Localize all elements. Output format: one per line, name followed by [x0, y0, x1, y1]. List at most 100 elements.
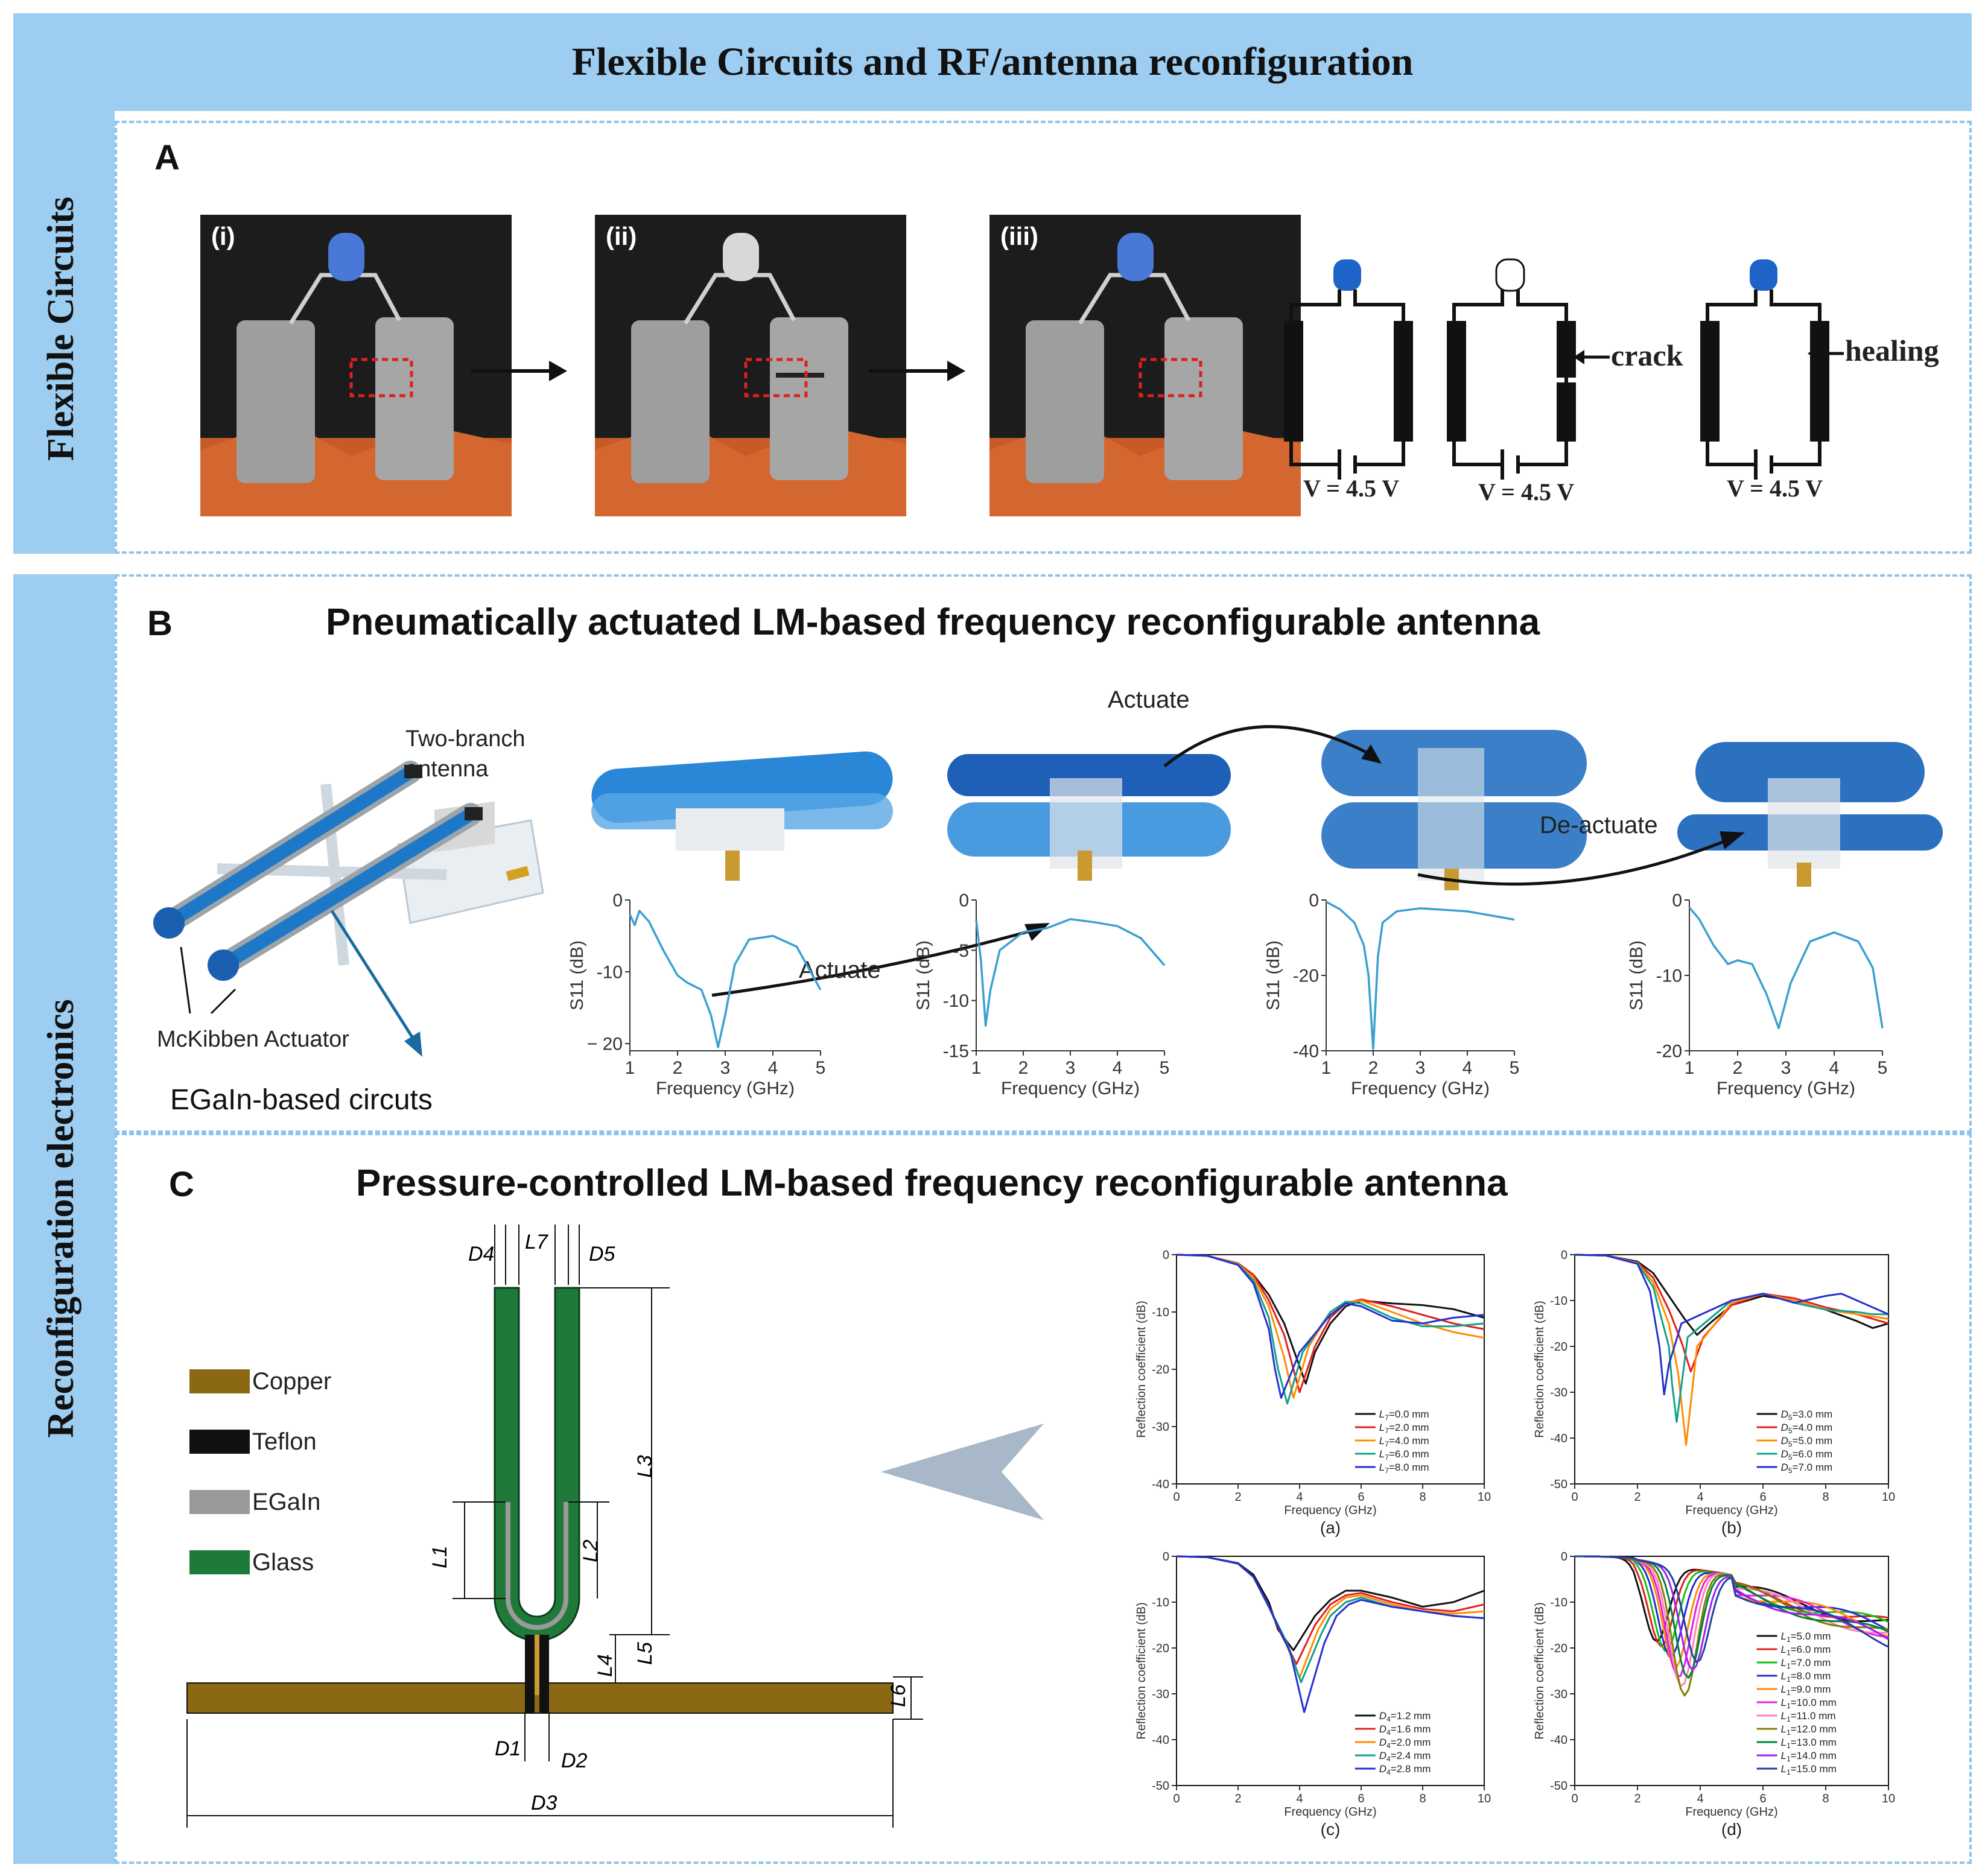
circuit-crack — [1447, 258, 1576, 480]
series-line — [1574, 1253, 1889, 1336]
legend-entry: D5=4.0 mm — [1781, 1422, 1833, 1435]
x-tick-label: 0 — [1571, 1792, 1578, 1805]
chart-caption: (b) — [1721, 1518, 1742, 1537]
series-line — [1575, 1555, 1889, 1647]
legend-entry: D4=2.0 mm — [1379, 1737, 1431, 1750]
dim-l5: L5 — [634, 1642, 656, 1665]
plot-frame — [1176, 1254, 1485, 1485]
x-tick-label: 3 — [1066, 1058, 1076, 1078]
antenna-state-3 — [1321, 730, 1587, 890]
legend-label: Glass — [252, 1548, 314, 1576]
x-tick-label: 10 — [1882, 1491, 1895, 1504]
photo-i: (i) — [200, 215, 512, 516]
legend-entry: L7=8.0 mm — [1379, 1462, 1429, 1475]
y-tick-label: 0 — [1561, 1249, 1567, 1262]
x-axis-label: Frequency (GHz) — [1717, 1079, 1855, 1098]
dim-l6: L6 — [887, 1684, 910, 1707]
x-tick-label: 4 — [1296, 1792, 1303, 1805]
dim-d4: D4 — [468, 1243, 494, 1266]
label-mckibben-actuator: McKibben Actuator — [157, 1027, 349, 1052]
x-tick-label: 0 — [1571, 1491, 1578, 1504]
x-tick-label: 4 — [1697, 1792, 1703, 1805]
series-line — [1575, 1555, 1889, 1657]
legend-entry: L7=4.0 mm — [1379, 1435, 1429, 1448]
circuit-3-voltage: V = 4.5 V — [1727, 475, 1823, 502]
series-line — [1574, 1253, 1889, 1396]
label-egain-circuits: EGaIn-based circuts — [170, 1084, 433, 1116]
side-band-bottom — [13, 574, 115, 1864]
x-tick-label: 3 — [720, 1058, 731, 1078]
antenna-dimension-schematic: D4 L7 D5 L3 L1 L2 L5 L4 L6 D1 D2 D3 — [186, 1225, 923, 1828]
deactuate-arrow — [1417, 831, 1745, 886]
y-tick-label: -50 — [1152, 1779, 1169, 1793]
actuate-arrow-2 — [1163, 725, 1382, 767]
series-line — [1176, 1253, 1485, 1399]
y-axis-label: S11 (dB) — [1263, 940, 1283, 1010]
y-tick-label: -40 — [1293, 1042, 1319, 1062]
series-line — [1574, 1253, 1888, 1423]
x-tick-label: 2 — [1234, 1491, 1241, 1504]
dim-d3: D3 — [531, 1792, 557, 1814]
legend-entry: L7=6.0 mm — [1379, 1448, 1429, 1462]
x-tick-label: 2 — [1634, 1491, 1640, 1504]
x-tick-label: 1 — [1685, 1058, 1695, 1078]
y-tick-label: 0 — [1309, 893, 1319, 911]
x-tick-label: 10 — [1478, 1491, 1491, 1504]
x-tick-label: 3 — [1415, 1058, 1426, 1078]
x-tick-label: 6 — [1759, 1491, 1766, 1504]
x-tick-label: 2 — [1733, 1058, 1743, 1078]
dim-d2: D2 — [561, 1749, 588, 1772]
label-actuate-1: Actuate — [799, 957, 881, 983]
antenna-state-4 — [1677, 742, 1943, 887]
y-tick-label: -50 — [1550, 1779, 1567, 1793]
egain-arrow — [330, 910, 422, 1057]
y-tick-label: -30 — [1550, 1386, 1567, 1399]
chart-caption: (a) — [1320, 1518, 1341, 1537]
legend-label: EGaIn — [252, 1488, 321, 1515]
dim-l7: L7 — [525, 1231, 548, 1253]
legend-entry: L7=0.0 mm — [1379, 1409, 1429, 1422]
legend-entry: D5=7.0 mm — [1781, 1462, 1833, 1475]
x-tick-label: 2 — [673, 1058, 683, 1078]
y-tick-label: -40 — [1550, 1734, 1567, 1747]
dim-l4: L4 — [594, 1654, 617, 1677]
legend-teflon: Teflon — [189, 1412, 331, 1472]
y-tick-label: -40 — [1152, 1734, 1169, 1747]
legend-entry: L1=8.0 mm — [1781, 1670, 1831, 1684]
label-two-branch-antenna: Two-branch antenna — [405, 726, 526, 782]
x-tick-label: 1 — [971, 1058, 982, 1078]
y-tick-label: -30 — [1152, 1421, 1169, 1434]
x-tick-label: 4 — [1463, 1058, 1473, 1078]
legend-entry: L1=12.0 mm — [1781, 1723, 1837, 1737]
series-line — [1574, 1253, 1889, 1446]
y-tick-label: -10 — [1656, 966, 1682, 986]
antenna-state-2 — [947, 754, 1231, 881]
label-actuate-2: Actuate — [1108, 686, 1190, 713]
x-tick-label: 4 — [768, 1058, 778, 1078]
x-tick-label: 4 — [1296, 1491, 1303, 1504]
x-tick-label: 10 — [1478, 1792, 1491, 1805]
x-tick-label: 6 — [1759, 1792, 1766, 1805]
x-axis-label: Frequency (GHz) — [1351, 1079, 1490, 1098]
circuit-intact — [1284, 259, 1413, 480]
legend-entry: D4=1.2 mm — [1379, 1710, 1431, 1723]
y-tick-label: -30 — [1152, 1688, 1169, 1701]
series-line — [1176, 1555, 1485, 1652]
circuit-2-voltage: V = 4.5 V — [1478, 478, 1575, 505]
y-tick-label: -10 — [1152, 1306, 1169, 1319]
x-tick-label: 5 — [816, 1058, 826, 1078]
x-axis-label: Frequency (GHz) — [1284, 1504, 1376, 1517]
legend-copper: Copper — [189, 1351, 331, 1412]
antenna-state-1 — [591, 751, 893, 881]
legend-entry: D5=6.0 mm — [1781, 1448, 1833, 1462]
y-tick-label: -20 — [1152, 1363, 1169, 1377]
series-line — [1326, 901, 1515, 1050]
photo-ii-label: (ii) — [606, 222, 637, 250]
y-tick-label: -40 — [1550, 1432, 1567, 1445]
legend-entry: L7=2.0 mm — [1379, 1422, 1429, 1435]
series-line — [1688, 907, 1884, 1030]
transition-arrow — [881, 1424, 1044, 1520]
y-tick-label: -30 — [1550, 1688, 1567, 1701]
y-tick-label: -20 — [1293, 966, 1319, 986]
